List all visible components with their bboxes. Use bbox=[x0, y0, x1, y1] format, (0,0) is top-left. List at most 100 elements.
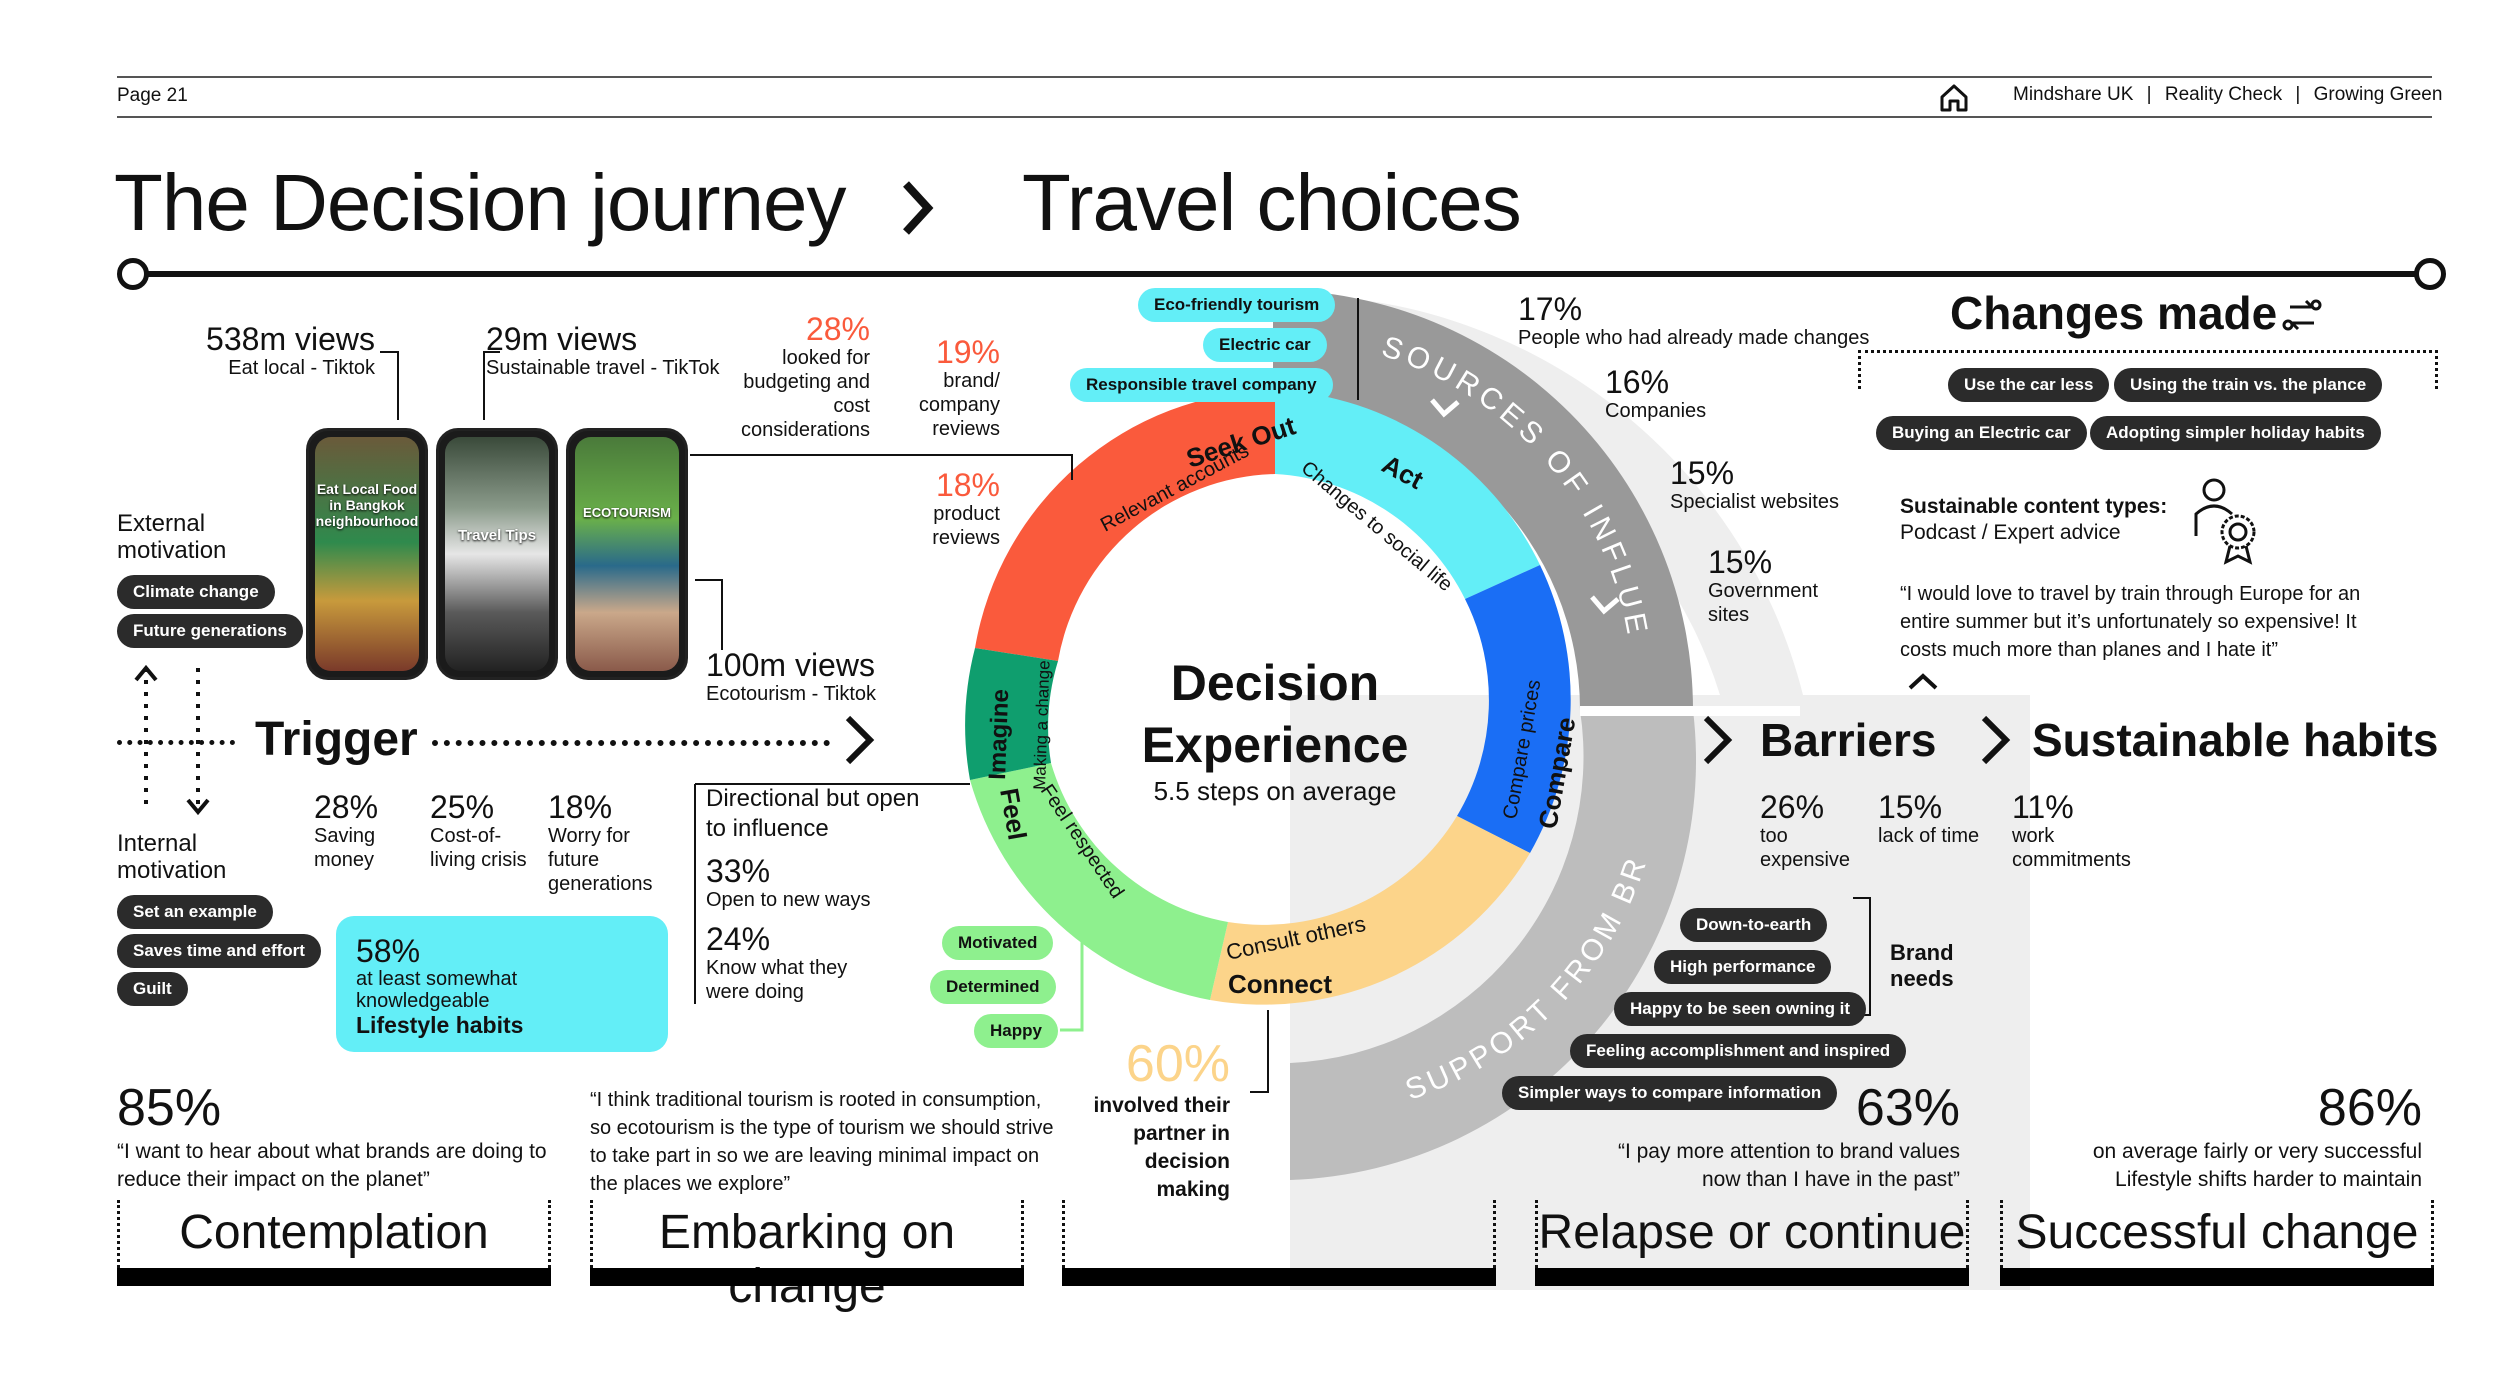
habits-chevron-icon bbox=[1978, 712, 2014, 773]
source-government: 15% Government sites bbox=[1708, 545, 1838, 627]
tiktok-video-travel-tips[interactable]: Travel Tips bbox=[436, 428, 558, 680]
views-538m-label: Eat local - Tiktok bbox=[228, 357, 375, 379]
source-companies-pct: 16% bbox=[1605, 364, 1670, 400]
changes-cycle-icon bbox=[2282, 295, 2322, 340]
source-people-pct: 17% bbox=[1518, 291, 1583, 327]
relapse-stat: 63% “I pay more attention to brand value… bbox=[1600, 1078, 1960, 1194]
home-icon[interactable] bbox=[1938, 82, 1970, 114]
knowledge-text: at least somewhat knowledgeable bbox=[356, 968, 518, 1012]
trigger-stat-cost: 25% Cost-of-living crisis bbox=[430, 790, 540, 872]
pill-feeling-accomplishment: Feeling accomplishment and inspired bbox=[1570, 1034, 1907, 1068]
segment-feel bbox=[970, 763, 1228, 1000]
pill-saves-time: Saves time and effort bbox=[117, 934, 321, 968]
segment-connect bbox=[1210, 816, 1530, 1005]
segment-seek-out bbox=[975, 390, 1275, 661]
expert-award-icon bbox=[2190, 476, 2260, 571]
support-ring bbox=[1290, 710, 1697, 1180]
seek-stat-product-label: product reviews bbox=[932, 503, 1000, 549]
knowledge-pct: 58% bbox=[356, 933, 421, 969]
trigger-dotted-line-left bbox=[117, 740, 235, 745]
connect-stat: 60% involved their partner in decision m… bbox=[1070, 1036, 1230, 1204]
source-government-label: Government sites bbox=[1708, 580, 1819, 626]
trigger-stat-worry: 18% Worry for future generations bbox=[548, 790, 678, 896]
pill-simpler-compare: Simpler ways to compare information bbox=[1502, 1076, 1838, 1110]
header-top-rule bbox=[117, 76, 2432, 78]
views-100m-value: 100m views bbox=[706, 647, 875, 683]
video-caption-eat-local: Eat Local Food in Bangkok neighbourhood bbox=[315, 481, 419, 529]
connect-label: involved their partner in decision makin… bbox=[1093, 1094, 1230, 1201]
views-538m-value: 538m views bbox=[206, 321, 375, 357]
stage-contemplation: Contemplation bbox=[117, 1200, 551, 1286]
barriers-chevron-icon bbox=[1700, 712, 1736, 773]
successful-pct: 86% bbox=[2317, 1079, 2422, 1137]
influence-title: Directional but open to influence bbox=[706, 785, 920, 842]
contemplation-stat: 85% “I want to hear about what brands ar… bbox=[117, 1078, 557, 1194]
imagine-label: Imagine bbox=[984, 689, 1014, 781]
brand-needs-title: Brand needs bbox=[1890, 940, 1954, 991]
influence-label-2: Know what they were doing bbox=[706, 957, 848, 1003]
views-29m-value: 29m views bbox=[486, 321, 638, 357]
stage-successful-label: Successful change bbox=[2015, 1206, 2419, 1259]
sources-chevron-icon bbox=[1430, 398, 1460, 418]
trigger-stat-cost-pct: 25% bbox=[430, 789, 495, 825]
stage-relapse: Relapse or continue bbox=[1535, 1200, 1969, 1286]
stage-relapse-label: Relapse or continue bbox=[1538, 1206, 1966, 1259]
relapse-pct: 63% bbox=[1855, 1079, 1960, 1137]
barrier-expensive: 26% too expensive bbox=[1760, 790, 1870, 872]
source-people: 17% People who had already made changes bbox=[1518, 292, 1869, 350]
trigger-stat-saving-pct: 28% bbox=[314, 789, 379, 825]
trigger-stat-worry-label: Worry for future generations bbox=[548, 825, 653, 895]
barrier-expensive-pct: 26% bbox=[1760, 789, 1825, 825]
seek-stat-reviews: 19% brand/ company reviews bbox=[900, 335, 1000, 441]
stage-contemplation-label: Contemplation bbox=[179, 1206, 489, 1259]
pill-determined: Determined bbox=[930, 970, 1056, 1004]
pill-set-an-example: Set an example bbox=[117, 895, 273, 929]
pill-electric-car-bought: Buying an Electric car bbox=[1876, 416, 2087, 450]
page-subtitle: Travel choices bbox=[1022, 158, 1522, 247]
pill-electric-car: Electric car bbox=[1203, 328, 1327, 362]
views-bracket-2 bbox=[483, 351, 500, 420]
influence-pct-2: 24% bbox=[706, 921, 771, 957]
knowledge-highlight-box: 58% at least somewhat knowledgeable Life… bbox=[336, 916, 668, 1052]
header-bottom-rule bbox=[117, 116, 2432, 118]
influence-label-1: Open to new ways bbox=[706, 889, 871, 911]
views-538m: 538m views Eat local - Tiktok bbox=[200, 322, 375, 380]
page-title: The Decision journey bbox=[114, 158, 846, 247]
pill-happy-owning: Happy to be seen owning it bbox=[1614, 992, 1867, 1026]
report-name: Reality Check bbox=[2164, 84, 2283, 105]
pill-eco-friendly-tourism: Eco-friendly tourism bbox=[1138, 288, 1336, 322]
contemplation-quote: “I want to hear about what brands are do… bbox=[117, 1140, 547, 1191]
seek-stat-budget-label: looked for budgeting and cost considerat… bbox=[741, 347, 870, 441]
changes-dotted-frame bbox=[1858, 350, 2438, 389]
views-bracket-3 bbox=[695, 579, 723, 650]
trigger-title: Trigger bbox=[255, 713, 418, 766]
pill-guilt: Guilt bbox=[117, 972, 188, 1006]
stage-embarking-label: Embarking on change bbox=[658, 1206, 956, 1313]
source-specialist: 15% Specialist websites bbox=[1670, 456, 1839, 514]
wheel-segments bbox=[965, 390, 1571, 1005]
changes-title: Changes made bbox=[1950, 287, 2278, 339]
segment-act bbox=[1275, 390, 1540, 599]
views-100m-label: Ecotourism - Tiktok bbox=[706, 683, 877, 705]
pill-use-car-less: Use the car less bbox=[1948, 368, 2110, 402]
successful-quote: on average fairly or very successful Lif… bbox=[2092, 1140, 2422, 1191]
source-government-pct: 15% bbox=[1708, 544, 1773, 580]
sources-ring bbox=[1273, 290, 1693, 710]
tiktok-video-eat-local[interactable]: Eat Local Food in Bangkok neighbourhood bbox=[306, 428, 428, 680]
wheel-center-title: Decision Experience bbox=[1141, 655, 1409, 773]
barriers-title: Barriers bbox=[1760, 714, 1937, 766]
barrier-time-label: lack of time bbox=[1878, 825, 1980, 847]
tiktok-video-ecotourism[interactable]: ECOTOURISM bbox=[566, 428, 688, 680]
trigger-stat-cost-label: Cost-of-living crisis bbox=[430, 825, 527, 871]
wheel-center-sub: 5.5 steps on average bbox=[1153, 776, 1397, 806]
seek-stat-product: 18% product reviews bbox=[900, 468, 1000, 550]
stage-embarking: Embarking on change bbox=[590, 1200, 1024, 1313]
barrier-work-label: work commitments bbox=[2012, 825, 2131, 871]
habits-title: Sustainable habits bbox=[2032, 714, 2439, 766]
segment-compare bbox=[1457, 565, 1571, 853]
content-types-title: Sustainable content types: bbox=[1900, 495, 2168, 518]
contemplation-pct: 85% bbox=[117, 1079, 222, 1137]
sources-chevron-icon-2 bbox=[1590, 595, 1620, 615]
pill-happy: Happy bbox=[974, 1014, 1058, 1048]
title-chevron-icon bbox=[898, 178, 938, 243]
